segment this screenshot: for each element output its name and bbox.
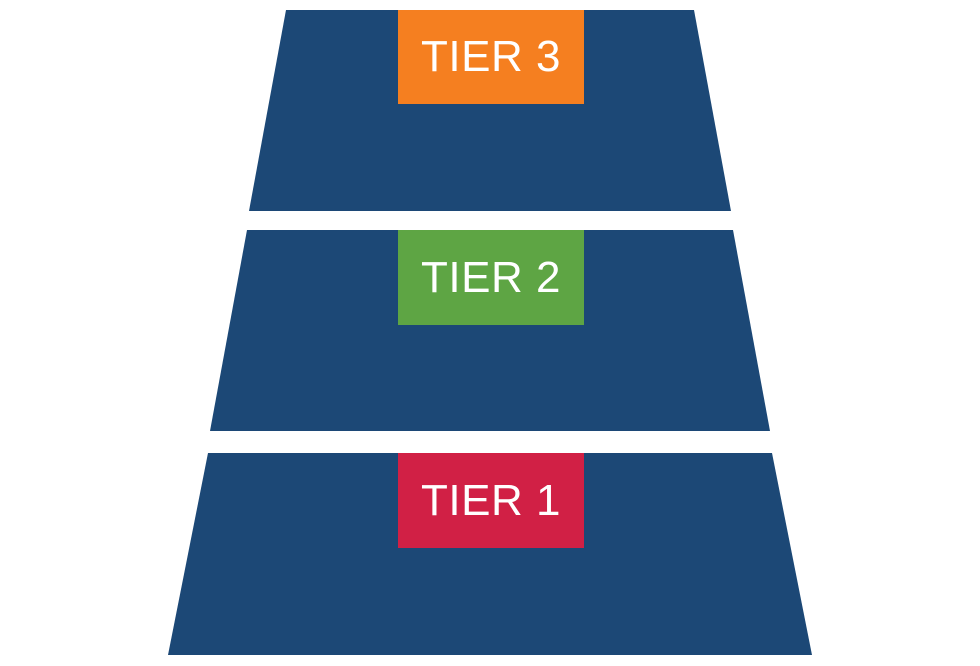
tier-2-label: TIER 2 (398, 230, 584, 325)
tier-2-band (210, 230, 770, 431)
tier-1-label: TIER 1 (398, 453, 584, 548)
tier-1-band (168, 453, 812, 655)
tier-3-label: TIER 3 (398, 10, 584, 104)
tier-3-band (249, 10, 731, 211)
